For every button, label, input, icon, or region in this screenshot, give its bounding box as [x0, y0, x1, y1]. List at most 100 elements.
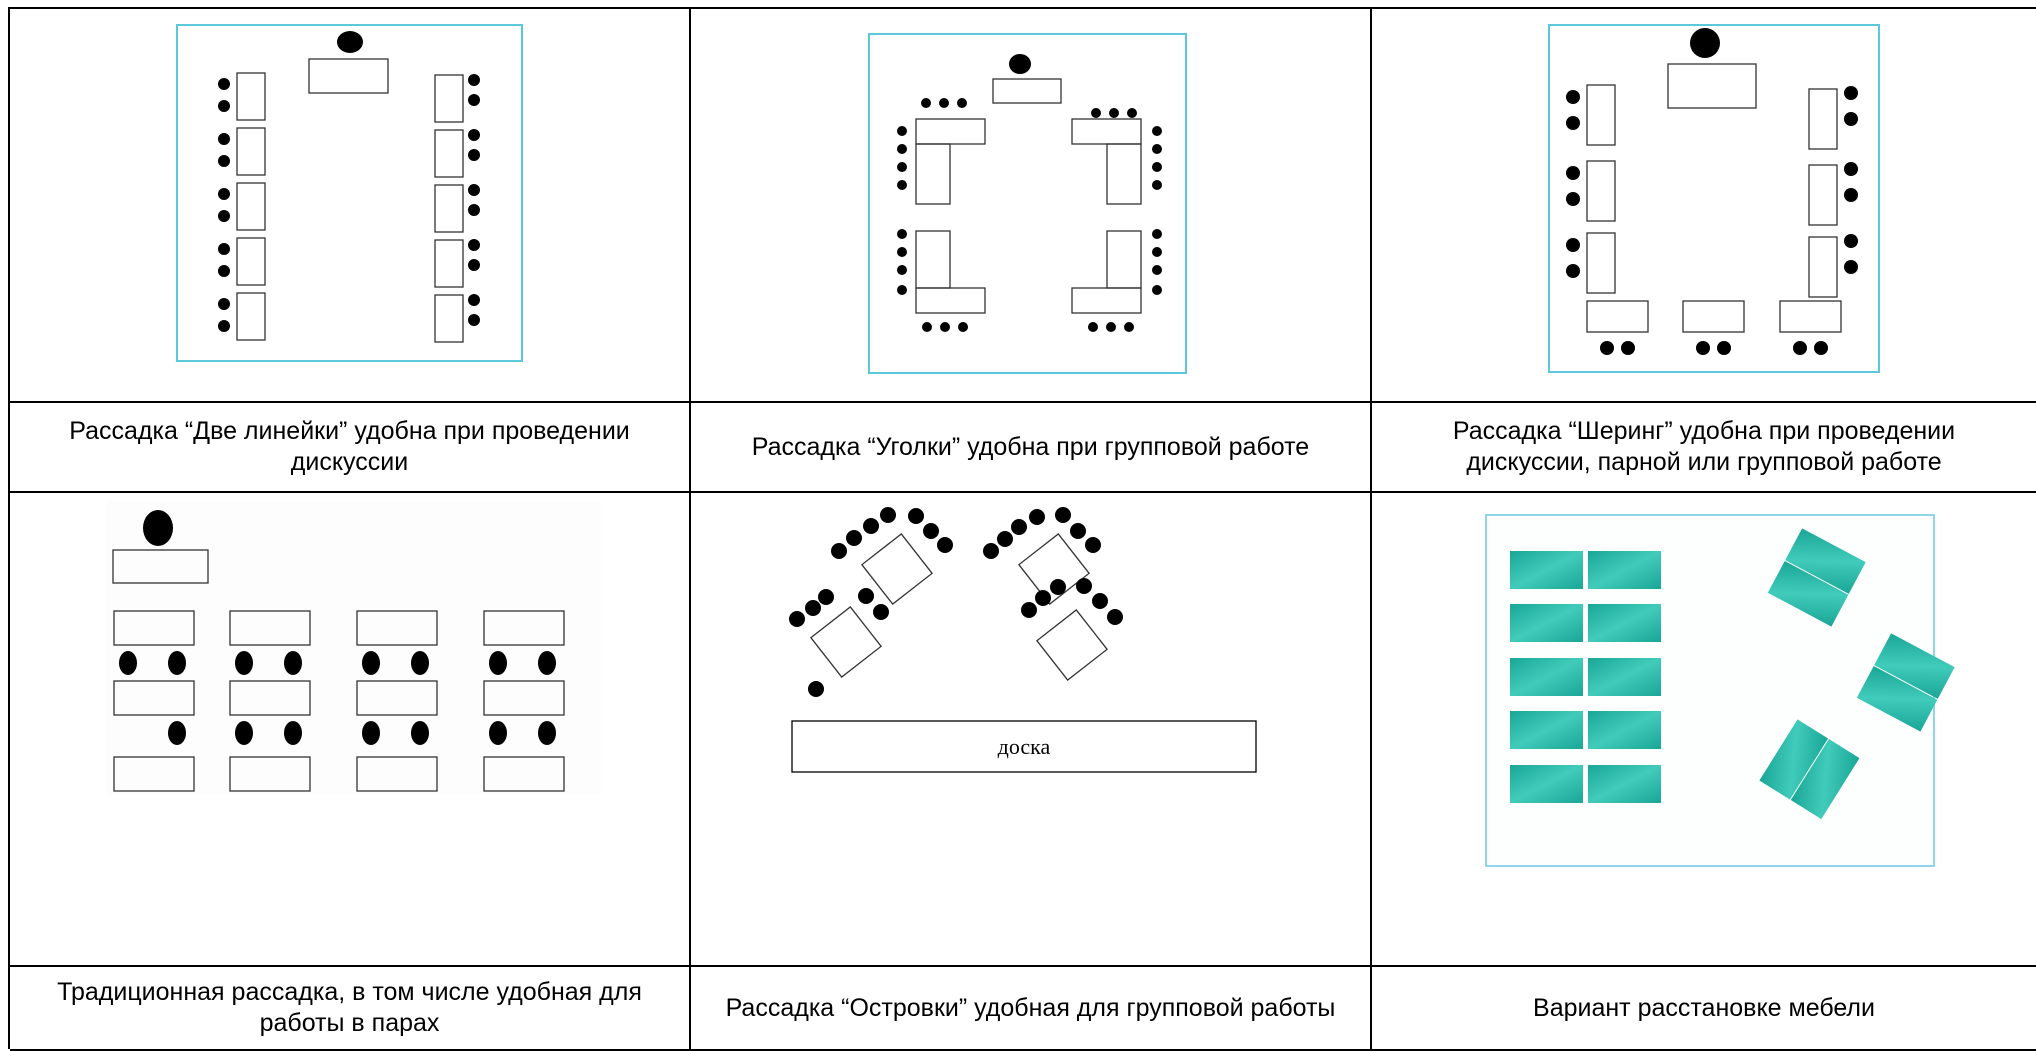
seat	[468, 74, 480, 86]
caption-text: Рассадка “Шеринг” удобна при проведении …	[1452, 417, 1956, 476]
desk	[1510, 604, 1583, 642]
caption-furniture: Вариант расстановке мебели	[1372, 967, 2036, 1051]
seat	[1717, 341, 1731, 355]
diagram-cell-islands: доска	[691, 493, 1372, 967]
seat	[489, 651, 507, 675]
room-background	[106, 501, 601, 795]
desk	[860, 532, 934, 606]
seat	[284, 651, 302, 675]
desk	[483, 680, 565, 716]
seat	[218, 78, 230, 90]
teacher-desk	[308, 58, 389, 94]
seat	[1844, 162, 1858, 176]
seat	[1566, 116, 1580, 130]
board	[791, 720, 1257, 773]
desk	[1017, 532, 1091, 606]
caption-text: Традиционная рассадка, в том числе удобн…	[57, 978, 642, 1037]
desk	[1510, 711, 1583, 749]
seat	[468, 294, 480, 306]
desk	[1510, 551, 1583, 589]
board-label: доска	[998, 734, 1051, 759]
bottom-row	[1586, 300, 1842, 355]
seat	[468, 129, 480, 141]
desk	[1586, 300, 1649, 333]
desk	[229, 610, 311, 646]
teacher-desk	[112, 549, 209, 584]
diagram-cell-sharing	[1372, 9, 2036, 403]
teacher-desk	[1667, 63, 1757, 109]
desk	[356, 680, 438, 716]
seat	[218, 210, 230, 222]
desk	[1106, 230, 1142, 289]
seat	[218, 298, 230, 310]
corner-group-top-left	[897, 98, 986, 205]
desk	[483, 610, 565, 646]
corner-group-top-right	[1071, 108, 1162, 205]
corner-group-bottom-left	[897, 229, 986, 332]
furniture-diagram	[1485, 514, 1955, 867]
desk	[434, 129, 464, 178]
desk	[434, 294, 464, 343]
desk-columns	[1510, 551, 1661, 803]
caption-text: Рассадка “Островки” удобная для группово…	[725, 993, 1336, 1022]
seat	[1566, 264, 1580, 278]
caption-text: Вариант расстановке мебели	[1533, 993, 1875, 1022]
teacher-seat	[1690, 28, 1720, 58]
seat	[1566, 90, 1580, 104]
caption-traditional: Традиционная рассадка, в том числе удобн…	[10, 967, 691, 1051]
desk	[236, 237, 266, 286]
seat	[284, 721, 302, 745]
seat	[468, 184, 480, 196]
caption-two-lines: Рассадка “Две линейки” удобна при провед…	[10, 403, 691, 493]
desk	[236, 292, 266, 341]
seat	[411, 721, 429, 745]
right-row	[1808, 86, 1858, 298]
desk	[113, 756, 195, 792]
caption-corners: Рассадка “Уголки” удобна при групповой р…	[691, 403, 1372, 493]
seat	[218, 320, 230, 332]
seat	[1844, 112, 1858, 126]
seat	[218, 155, 230, 167]
desk-pair-rotated	[1767, 528, 1866, 627]
seat	[1566, 166, 1580, 180]
caption-text: Рассадка “Уголки” удобна при групповой р…	[751, 432, 1310, 461]
seat	[468, 239, 480, 251]
desk	[809, 605, 883, 679]
desk	[434, 239, 464, 288]
right-row	[434, 74, 480, 343]
seat	[218, 188, 230, 200]
desk	[1588, 604, 1661, 642]
desk	[1035, 608, 1109, 682]
seat	[218, 265, 230, 277]
seat	[362, 721, 380, 745]
island-top-right	[983, 507, 1101, 606]
traditional-diagram	[106, 501, 601, 795]
corner-group-bottom-right	[1071, 229, 1162, 332]
corners-diagram	[868, 33, 1187, 374]
diagram-cell-traditional	[10, 493, 691, 967]
seat	[489, 721, 507, 745]
student-desks	[113, 610, 565, 792]
island-bottom-left	[789, 588, 889, 697]
desk	[483, 756, 565, 792]
seat	[1844, 188, 1858, 202]
seat	[218, 243, 230, 255]
desk	[1588, 658, 1661, 696]
seat	[218, 133, 230, 145]
desk	[915, 118, 986, 145]
desk	[1808, 164, 1838, 226]
seat	[538, 721, 556, 745]
caption-sharing: Рассадка “Шеринг” удобна при проведении …	[1372, 403, 2036, 493]
islands-diagram: доска	[789, 507, 1257, 773]
seat	[1621, 341, 1635, 355]
desk	[915, 287, 986, 314]
seat	[1844, 234, 1858, 248]
seat	[1566, 238, 1580, 252]
desk	[229, 756, 311, 792]
seat	[468, 149, 480, 161]
seat	[468, 314, 480, 326]
desk	[236, 72, 266, 121]
desk	[236, 182, 266, 231]
teacher-desk	[992, 78, 1062, 104]
desk-pair-rotated	[1759, 719, 1860, 820]
